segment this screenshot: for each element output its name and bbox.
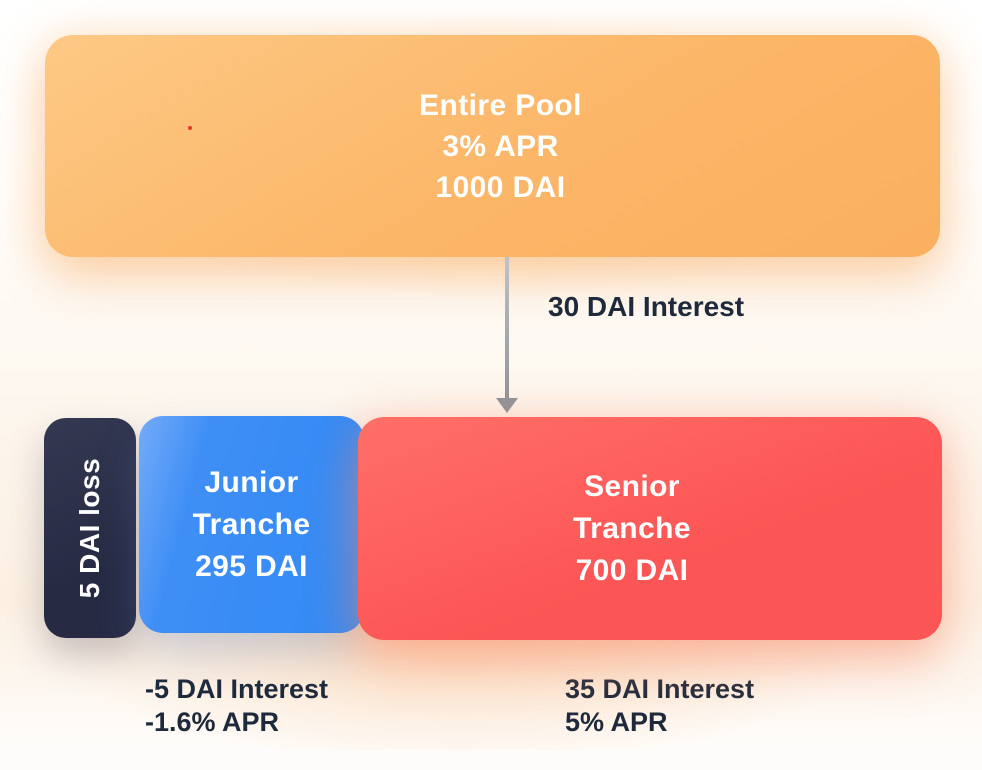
- junior-amount: 295 DAI: [195, 549, 308, 583]
- junior-apr-label: -1.6% APR: [145, 707, 280, 737]
- senior-tranche-box: Senior Tranche 700 DAI: [358, 417, 942, 640]
- pool-amount: 1000 DAI: [435, 170, 566, 204]
- senior-amount: 700 DAI: [575, 553, 689, 587]
- dai-loss-label: 5 DAI loss: [74, 457, 106, 599]
- senior-title: Senior: [584, 469, 680, 503]
- senior-interest-label: 35 DAI Interest: [565, 674, 755, 704]
- dai-loss-box: 5 DAI loss: [44, 418, 136, 638]
- junior-tranche-text: Junior Tranche 295 DAI: [193, 462, 311, 588]
- senior-tranche-text: Senior Tranche 700 DAI: [573, 466, 727, 592]
- pool-apr: 3% APR: [442, 129, 559, 163]
- junior-summary: -5 DAI Interest -1.6% APR: [145, 673, 328, 739]
- entire-pool-box: Entire Pool 3% APR 1000 DAI: [45, 35, 940, 257]
- junior-title: Junior: [204, 465, 299, 499]
- junior-subtitle: Tranche: [192, 507, 311, 541]
- pool-title: Entire Pool: [419, 88, 582, 122]
- senior-summary: 35 DAI Interest 5% APR: [565, 673, 754, 739]
- stray-red-dot: [188, 126, 192, 130]
- senior-apr-label: 5% APR: [565, 707, 668, 737]
- arrow-down-icon: [496, 398, 518, 413]
- entire-pool-text: Entire Pool 3% APR 1000 DAI: [403, 85, 582, 208]
- junior-interest-label: -5 DAI Interest: [145, 674, 329, 704]
- junior-tranche-box: Junior Tranche 295 DAI: [139, 416, 364, 633]
- flow-interest-label: 30 DAI Interest: [548, 291, 745, 322]
- flow-arrow-line: [505, 257, 509, 399]
- senior-subtitle: Tranche: [573, 511, 691, 545]
